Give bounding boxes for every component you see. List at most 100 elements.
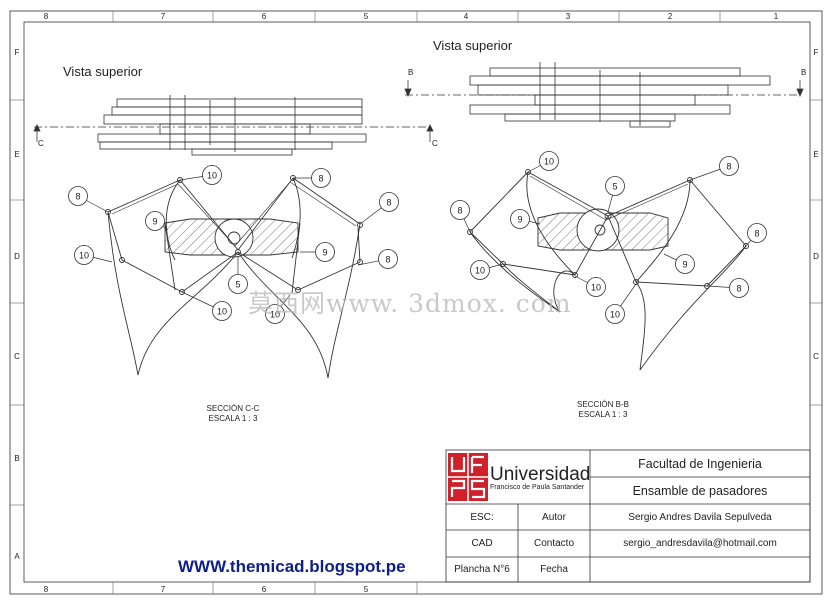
balloon-circle: [586, 277, 606, 297]
balloon-circle: [605, 176, 625, 196]
plancha-label: Plancha N°6: [454, 564, 510, 575]
left-top-view: [33, 95, 434, 156]
zone-label-right: F: [813, 48, 819, 57]
zone-label-bottom: 5: [363, 585, 369, 594]
right-view-title: Vista superior: [433, 38, 513, 53]
balloon-label: 9: [322, 248, 327, 258]
section-c-c: [105, 175, 363, 379]
zone-label-left: F: [14, 48, 20, 57]
left-section-scale: ESCALA 1 : 3: [208, 414, 258, 423]
balloon-circle: [378, 249, 398, 269]
section-marker-b-right: B: [801, 68, 807, 77]
faculty-name: Facultad de Ingenieria: [638, 456, 762, 471]
balloon-label: 10: [270, 310, 280, 320]
section-marker-b-left: B: [408, 68, 414, 77]
balloon-circle: [539, 151, 559, 171]
zone-label-left: D: [14, 252, 20, 261]
zone-label-left: C: [14, 352, 20, 361]
balloon-label: 8: [385, 255, 390, 265]
website-link[interactable]: WWW.themicad.blogspot.pe: [178, 557, 406, 576]
balloon-circle: [74, 245, 94, 265]
left-view-title: Vista superior: [63, 64, 143, 79]
balloon-circle: [719, 156, 739, 176]
balloon-circle: [265, 304, 285, 324]
zone-label-bottom: 7: [160, 585, 166, 594]
balloon-circle: [747, 223, 767, 243]
zone-label-top: 4: [463, 12, 469, 21]
balloon-circle: [379, 192, 399, 212]
balloon-label: 10: [207, 171, 217, 181]
right-section-scale: ESCALA 1 : 3: [578, 410, 628, 419]
zone-label-top: 6: [261, 12, 267, 21]
zone-label-right: C: [813, 352, 819, 361]
balloon-circle: [315, 242, 335, 262]
zone-label-left: A: [14, 552, 20, 561]
balloon-circle: [450, 200, 470, 220]
balloon-label: 10: [544, 157, 554, 167]
autor-value: Sergio Andres Davila Sepulveda: [628, 511, 772, 523]
balloon-label: 10: [475, 266, 485, 276]
university-name: Universidad Francisco de Paula Santander: [490, 463, 591, 491]
balloon-label: 5: [235, 280, 240, 290]
contacto-value: sergio_andresdavila@hotmail.com: [623, 538, 777, 549]
balloon-label: 8: [754, 229, 759, 239]
balloon-label: 8: [75, 192, 80, 202]
balloon-circle: [68, 186, 88, 206]
balloon-circle: [202, 165, 222, 185]
right-section-caption: SECCIÓN B-B ESCALA 1 : 3: [560, 400, 646, 420]
balloon-label: 10: [79, 251, 89, 261]
zone-label-top: 3: [565, 12, 571, 21]
autor-label: Autor: [542, 511, 566, 523]
zone-label-right: D: [813, 252, 819, 261]
assembly-name: Ensamble de pasadores: [632, 483, 768, 498]
balloon-circle: [228, 274, 248, 294]
zone-label-right: E: [813, 150, 819, 159]
section-b-b: [467, 169, 749, 371]
zone-ticks: [10, 11, 822, 594]
balloon-circle: [675, 254, 695, 274]
balloon-label: 10: [217, 307, 227, 317]
right-top-view: [404, 62, 804, 128]
zone-label-top: 5: [363, 12, 369, 21]
zone-label-left: E: [14, 150, 20, 159]
cad-label: CAD: [471, 538, 493, 549]
university-subtitle: Francisco de Paula Santander: [490, 483, 585, 491]
balloon-circle: [729, 278, 749, 298]
university-title: Universidad: [490, 463, 591, 485]
balloon-label: 8: [736, 284, 741, 294]
balloon-label: 9: [152, 217, 157, 227]
left-section-caption: SECCIÓN C-C ESCALA 1 : 3: [190, 404, 276, 424]
balloon-label: 8: [726, 162, 731, 172]
ufps-logo-icon: [448, 453, 488, 501]
balloon-circle: [605, 304, 625, 324]
balloon-label: 9: [517, 215, 522, 225]
fecha-label: Fecha: [540, 564, 568, 575]
balloon-label: 8: [457, 206, 462, 216]
balloon-circles: [68, 151, 767, 324]
balloon-circle: [311, 168, 331, 188]
balloon-label: 10: [610, 310, 620, 320]
zone-label-left: B: [14, 454, 20, 463]
section-marker-c-right: C: [432, 139, 438, 148]
watermark: 莫西网www. 3dmox. com: [248, 289, 572, 318]
balloon-label: 5: [612, 182, 617, 192]
zone-label-bottom: 6: [261, 585, 267, 594]
zone-label-top: 1: [773, 12, 779, 21]
balloon-circle: [212, 301, 232, 321]
left-section-name: SECCIÓN C-C: [206, 404, 260, 413]
contacto-label: Contacto: [533, 538, 575, 549]
balloon-circle: [510, 209, 530, 229]
zone-label-top: 8: [43, 12, 49, 21]
zone-label-bottom: 8: [43, 585, 49, 594]
balloon-circle: [470, 260, 490, 280]
title-block-grid: [445, 449, 811, 583]
esc-label: ESC:: [470, 511, 494, 523]
right-section-name: SECCIÓN B-B: [576, 400, 629, 409]
balloon-label: 9: [682, 260, 687, 270]
zone-label-top: 2: [667, 12, 673, 21]
zone-label-top: 7: [160, 12, 166, 21]
balloon-label: 10: [591, 283, 601, 293]
